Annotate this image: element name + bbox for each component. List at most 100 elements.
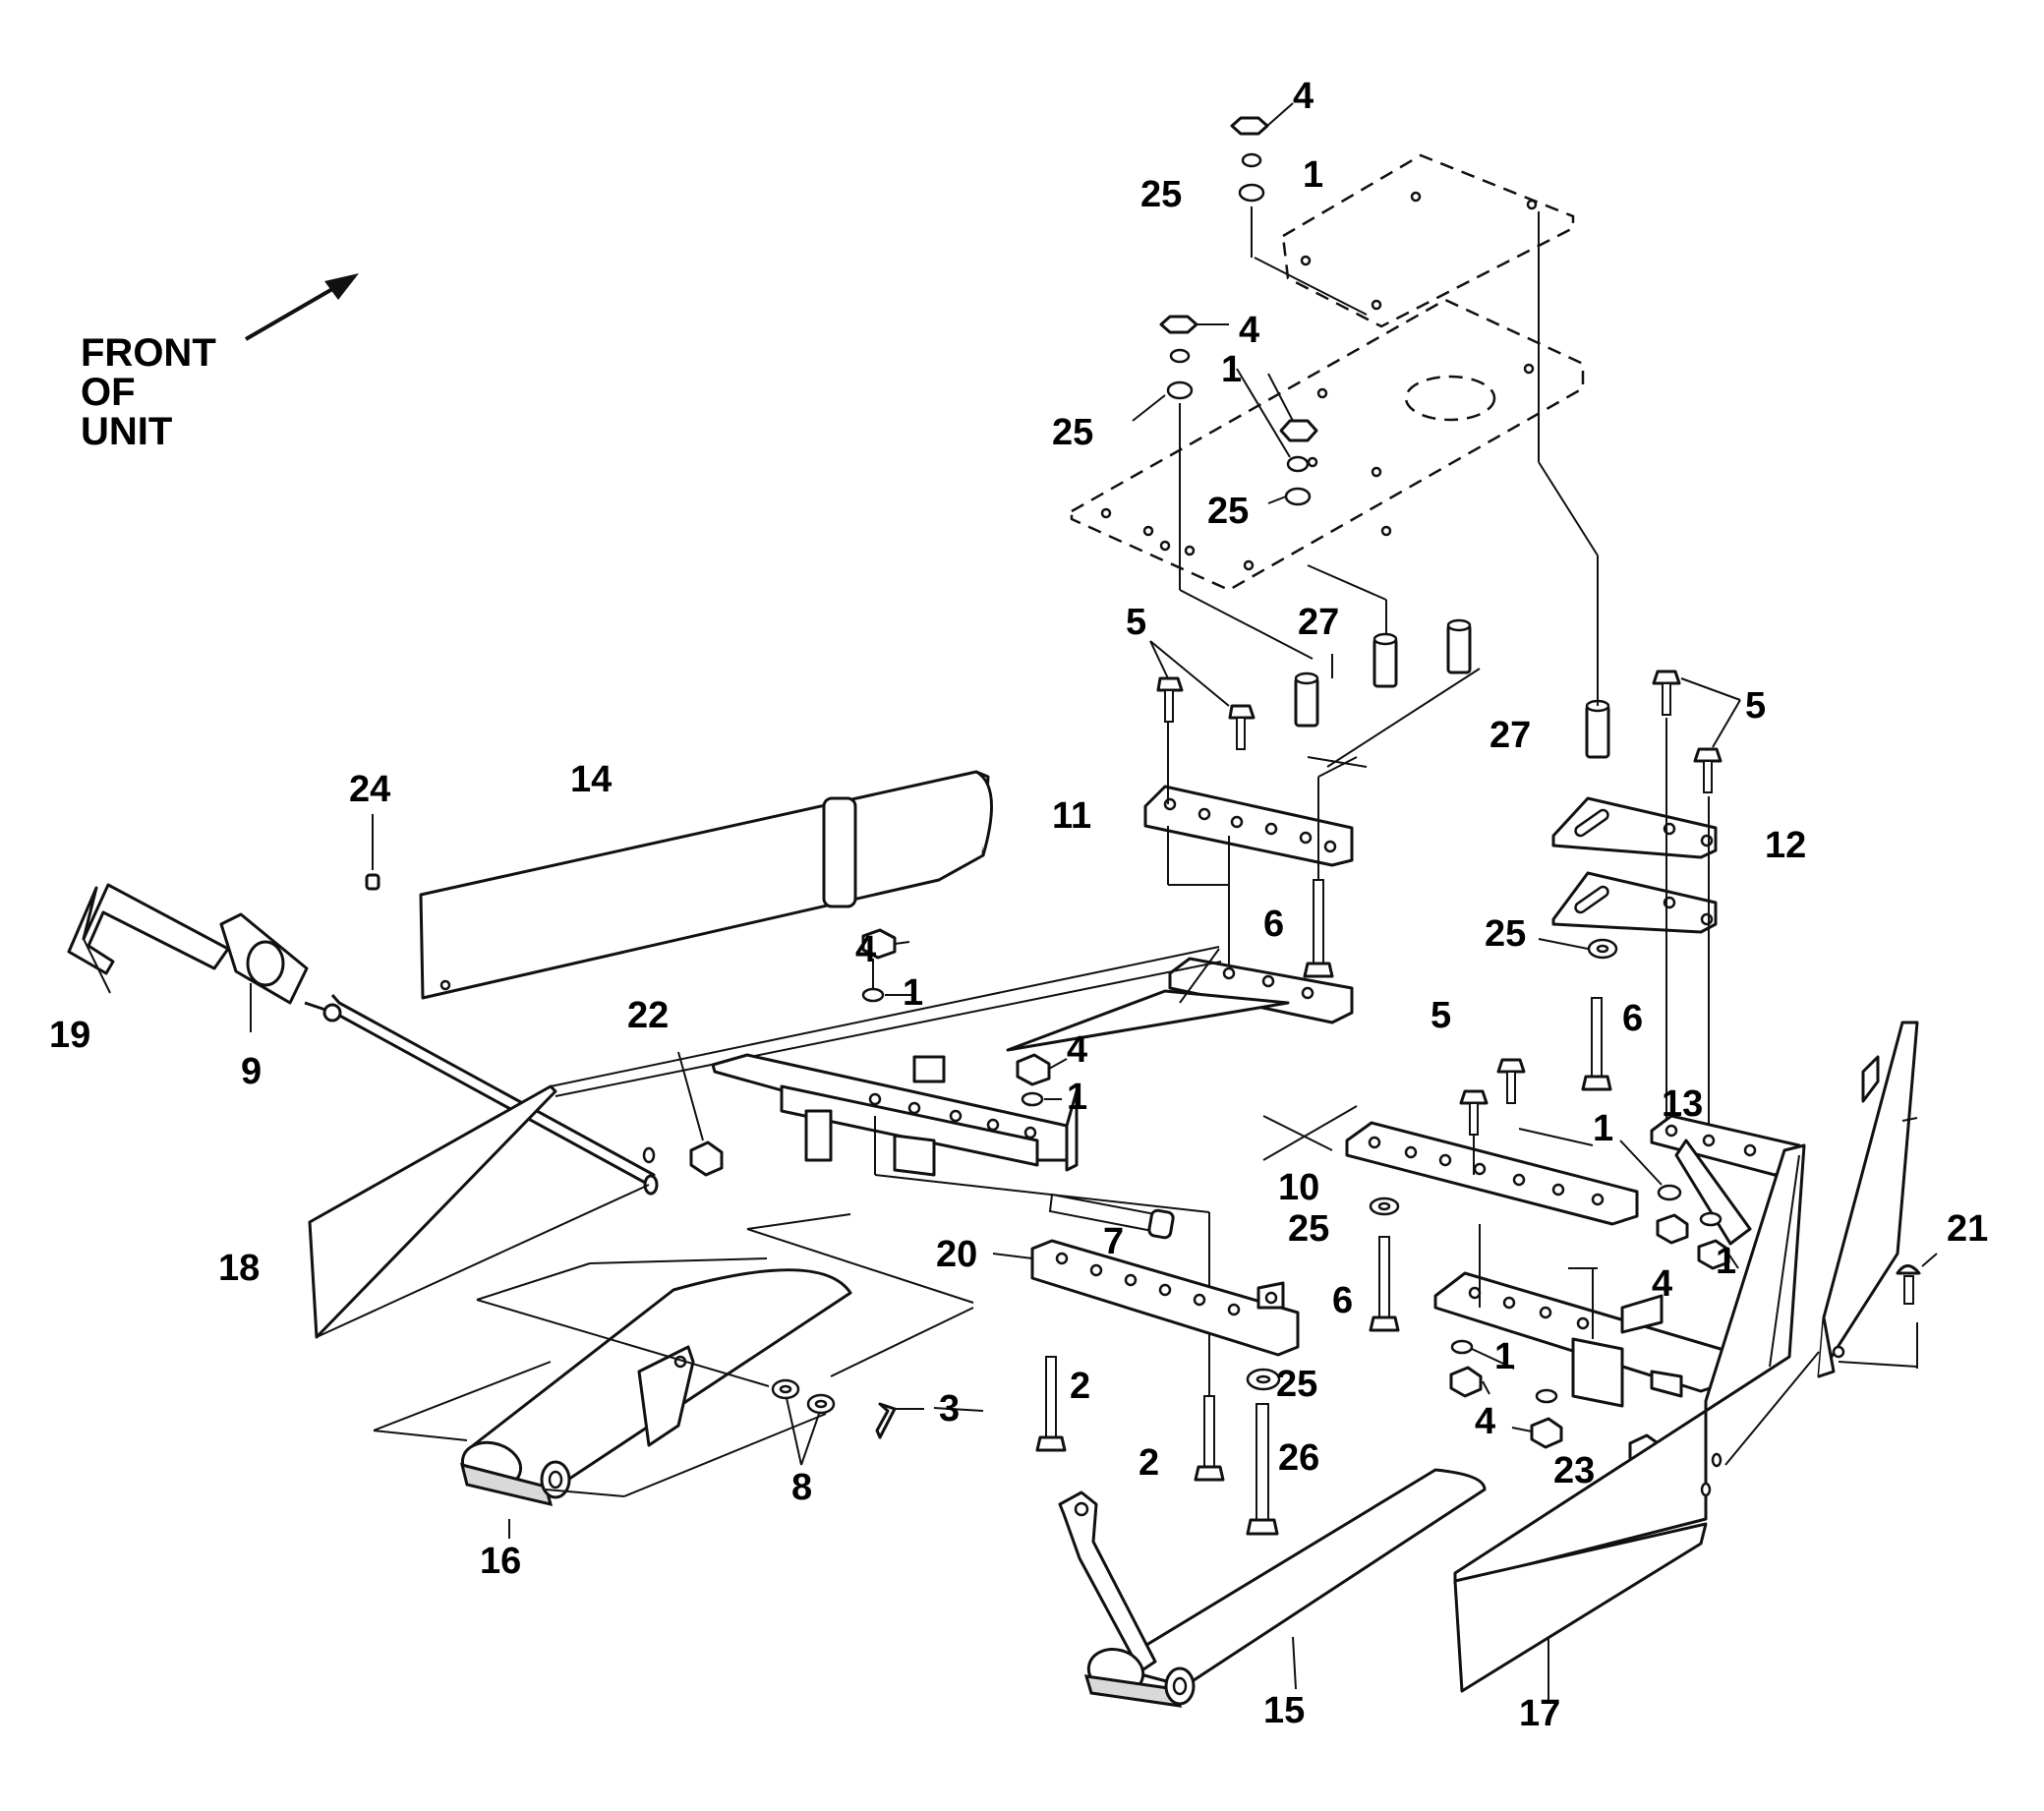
corner-bracket — [1650, 1114, 1801, 1246]
callout-8: 8 — [791, 1467, 812, 1508]
callout-5: 5 — [1431, 995, 1451, 1036]
callout-16: 16 — [480, 1541, 521, 1582]
front-arrow-shaft — [244, 283, 341, 341]
bar-14 — [419, 770, 993, 1000]
nut-24 — [365, 814, 380, 891]
washer-icon — [1284, 487, 1312, 506]
upper-plate-top — [1281, 153, 1575, 328]
callout-25: 25 — [1276, 1364, 1317, 1405]
callout-4: 4 — [1067, 1029, 1087, 1071]
bolts-5-middle — [1459, 1058, 1526, 1175]
clamp-9 — [219, 912, 309, 1032]
front-label-line-2: OF — [81, 371, 136, 414]
hitch-pin-19 — [67, 883, 230, 994]
callout-27: 27 — [1489, 715, 1531, 756]
callout-4: 4 — [1239, 310, 1259, 351]
callout-4: 4 — [1293, 76, 1314, 117]
guard-13 — [1724, 1021, 1919, 1466]
bolt-6-right — [1581, 997, 1612, 1091]
skid-16-outline-lines — [373, 1213, 974, 1539]
callout-1: 1 — [1303, 154, 1323, 196]
bolt-6-center — [1303, 756, 1358, 978]
callout-4: 4 — [1652, 1263, 1672, 1305]
callout-23: 23 — [1553, 1450, 1595, 1491]
front-label-line-3: UNIT — [81, 410, 172, 453]
callout-24: 24 — [349, 769, 390, 810]
top-hardware-stack — [1230, 102, 1368, 316]
callout-10: 10 — [1278, 1167, 1319, 1208]
callout-7: 7 — [1103, 1221, 1124, 1262]
callout-1: 1 — [1593, 1108, 1613, 1149]
callout-1: 1 — [1221, 349, 1242, 390]
washer-icon — [1286, 455, 1310, 473]
front-arrow-icon — [324, 273, 359, 300]
washers-8 — [771, 1378, 836, 1466]
bracket-12 — [1551, 796, 1718, 934]
bracket-11 — [1143, 723, 1354, 968]
washer-icon — [1166, 380, 1194, 400]
callout-27: 27 — [1298, 602, 1339, 643]
callout-26: 26 — [1278, 1437, 1319, 1479]
nut-22 — [677, 1051, 724, 1177]
bracket-10 — [1262, 1105, 1639, 1226]
upper-plate-main — [1070, 298, 1585, 592]
hardware-right-group — [1619, 1139, 1739, 1270]
bolts-right — [1652, 670, 1741, 1131]
washer-25-mid — [1369, 1197, 1400, 1216]
washer-25-lower — [1246, 1368, 1281, 1391]
callout-13: 13 — [1662, 1083, 1703, 1125]
callout-6: 6 — [1263, 904, 1284, 945]
deck-plate-18 — [308, 946, 1222, 1339]
callout-labels: 4 1 25 4 1 25 25 5 27 27 5 11 12 6 25 5 … — [49, 76, 1988, 1734]
callout-2: 2 — [1070, 1366, 1090, 1407]
bolt-21 — [1896, 1253, 1938, 1305]
channel-20 — [992, 1239, 1300, 1357]
callout-11: 11 — [1052, 795, 1091, 837]
nut-icon — [1279, 419, 1318, 442]
bracket-lower-11 — [1006, 957, 1354, 1052]
callout-2: 2 — [1139, 1442, 1159, 1484]
hardware-center-right — [1016, 1053, 1068, 1107]
nut-icon — [1230, 116, 1269, 136]
callout-12: 12 — [1765, 825, 1806, 866]
callout-19: 19 — [49, 1015, 90, 1056]
front-label-line-1: FRONT — [81, 331, 216, 375]
nut-icon — [1159, 315, 1198, 334]
bolt-26 — [1246, 1403, 1279, 1536]
bolts-left — [1149, 640, 1256, 750]
callout-25: 25 — [1140, 174, 1182, 215]
callout-3: 3 — [939, 1388, 960, 1430]
callout-25: 25 — [1485, 913, 1526, 955]
callout-25: 25 — [1288, 1208, 1329, 1250]
washer-icon — [1241, 152, 1262, 168]
misc-lines — [1262, 756, 1598, 1269]
mid-hardware-left — [1132, 315, 1314, 660]
bolt-2-left — [1035, 1356, 1067, 1452]
deck-plate-17 — [1453, 1143, 1806, 1693]
callout-20: 20 — [936, 1234, 977, 1275]
bolt-7 — [1048, 1193, 1175, 1240]
callout-1: 1 — [903, 972, 923, 1014]
main-channel-bracket — [711, 948, 1220, 1396]
bolt-6-mid — [1369, 1236, 1400, 1332]
callout-9: 9 — [241, 1051, 262, 1092]
washer-icon — [1238, 183, 1265, 203]
skid-15 — [1058, 1468, 1549, 1708]
callout-21: 21 — [1947, 1208, 1988, 1250]
mid-hardware-right — [1236, 368, 1387, 639]
callout-1: 1 — [1716, 1241, 1736, 1282]
bolt-2-center — [1194, 1395, 1225, 1482]
skid-16 — [459, 1268, 852, 1507]
front-of-unit-label: FRONT OF UNIT — [81, 273, 359, 453]
cotter-pin-3 — [875, 1402, 984, 1439]
callout-25: 25 — [1207, 491, 1249, 532]
hardware-bottom-group — [1449, 1339, 1563, 1449]
callout-18: 18 — [218, 1248, 260, 1289]
callout-1: 1 — [1494, 1336, 1515, 1377]
callout-15: 15 — [1263, 1690, 1305, 1731]
callout-14: 14 — [570, 759, 612, 800]
callout-1: 1 — [1067, 1077, 1087, 1118]
callout-25: 25 — [1052, 412, 1093, 453]
callout-5: 5 — [1126, 602, 1146, 643]
